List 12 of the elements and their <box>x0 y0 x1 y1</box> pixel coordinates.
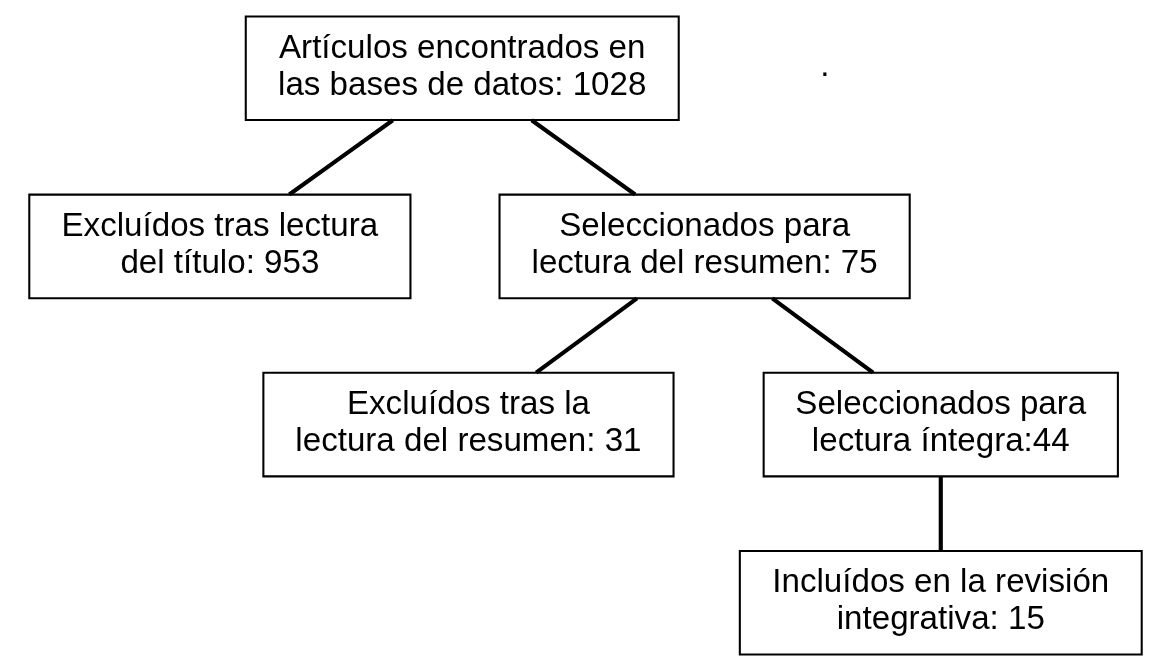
node-box: Seleccionados para lectura íntegra:44 <box>762 371 1119 478</box>
label: . <box>820 46 830 84</box>
node-box: Incluídos en la revisión integrativa: 15 <box>738 549 1143 656</box>
node-box: Seleccionados para lectura del resumen: 75 <box>498 193 911 300</box>
connector <box>771 296 875 375</box>
connector <box>938 477 943 551</box>
connector <box>534 296 639 375</box>
connector <box>530 118 637 197</box>
node-box: Excluídos tras lectura del título: 953 <box>28 193 412 300</box>
node-box: Artículos encontrados en las bases de datos: 1028 <box>244 15 680 122</box>
connector <box>288 118 394 197</box>
node-box: Excluídos tras la lectura del resumen: 31 <box>262 371 675 478</box>
